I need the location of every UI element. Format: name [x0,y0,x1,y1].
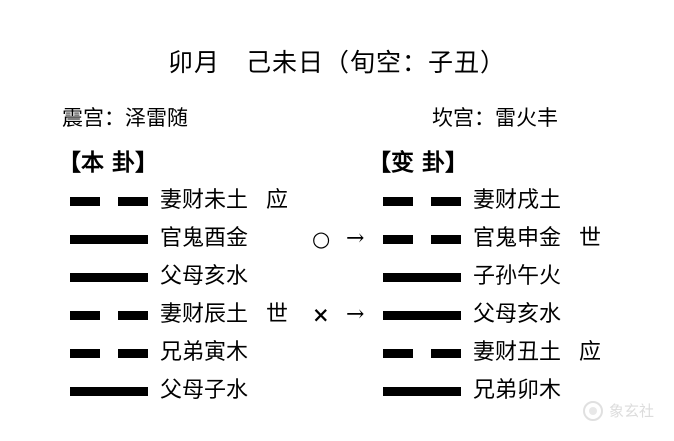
yao-segment-right [118,349,148,358]
yao-segment-left [383,197,413,206]
yao-label: 子孙午火 [473,264,562,289]
yao-segment-full [383,311,461,320]
yao-label: 父母子水 [160,378,249,403]
yao-bar-yang [383,273,461,282]
yao-segment-right [431,197,461,206]
yao-segment-right [431,349,461,358]
yao-segment-full [383,273,461,282]
yao-segment-left [383,235,413,244]
yao-label: 父母亥水 [160,264,249,289]
yao-segment-left [70,349,100,358]
changing-yin-marker-icon: × [312,302,330,327]
yao-bar-yang [70,387,148,396]
yao-label: 官鬼申金 [473,226,562,251]
watermark-label: 象玄社 [609,402,655,420]
original-hexagram-heading: 【本 卦】 [58,149,159,176]
page-title: 卯月 己未日（旬空：子丑） [167,48,506,77]
yao-bar-yin [383,197,461,206]
left-palace-label: 震宫：泽雷随 [62,106,188,130]
change-arrow-icon: → [346,302,365,327]
yao-shiying-marker: 世 [579,226,602,251]
yao-label: 妻财未土 [160,188,249,213]
yao-segment-full [70,235,148,244]
yao-segment-right [118,197,148,206]
yao-segment-left [70,311,100,320]
yao-segment-left [70,197,100,206]
yao-label: 妻财戌土 [473,188,562,213]
yao-shiying-marker: 世 [266,302,289,327]
changing-yang-marker-icon: ○ [312,227,331,251]
right-palace-label: 坎宫：雷火丰 [432,106,558,130]
yao-segment-full [70,273,148,282]
yao-bar-yin [70,349,148,358]
yao-bar-yang [70,273,148,282]
yao-label: 兄弟寅木 [160,340,249,365]
yao-bar-yin [70,197,148,206]
yao-label: 兄弟卯木 [473,378,562,403]
circle-logo-icon [583,400,603,421]
yao-label: 妻财辰土 [160,302,249,327]
yao-shiying-marker: 应 [266,188,289,213]
yao-segment-right [118,311,148,320]
changed-hexagram-heading: 【变 卦】 [368,149,469,176]
yao-bar-yang [70,235,148,244]
yao-segment-full [70,387,148,396]
yao-segment-full [383,387,461,396]
yao-segment-right [431,235,461,244]
yao-label: 妻财丑土 [473,340,562,365]
yao-bar-yin [70,311,148,320]
yao-bar-yang [383,387,461,396]
watermark: 象玄社 [583,400,654,421]
yao-shiying-marker: 应 [579,340,602,365]
yao-label: 官鬼酉金 [160,226,249,251]
yao-bar-yin [383,349,461,358]
change-arrow-icon: → [346,226,365,251]
yao-label: 父母亥水 [473,302,562,327]
yao-bar-yin [383,235,461,244]
yao-segment-left [383,349,413,358]
yao-bar-yang [383,311,461,320]
